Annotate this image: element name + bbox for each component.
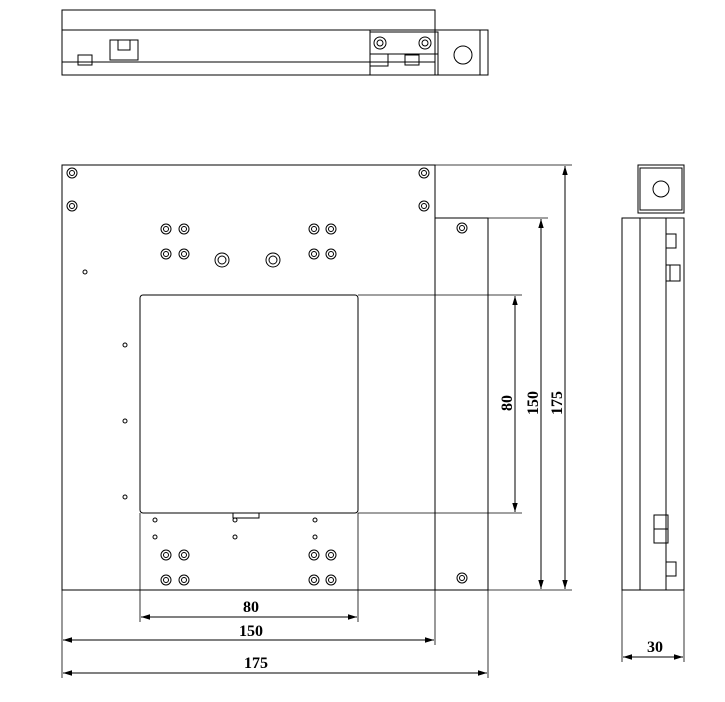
dim-label-height-80: 80 — [499, 395, 516, 411]
top-view-screw-core — [421, 39, 429, 47]
small-holes — [82, 269, 318, 540]
corner-screws — [66, 167, 468, 584]
side-bracket — [637, 164, 685, 214]
side-hole — [652, 180, 670, 198]
dim-label-width-175: 175 — [244, 655, 268, 672]
dim-label-width-80: 80 — [243, 599, 259, 616]
dim-label-height-150: 150 — [525, 391, 542, 415]
side-tab — [665, 561, 677, 577]
vesa-screws-bottom — [160, 549, 337, 586]
dim-label-height-175: 175 — [549, 391, 566, 415]
vesa-panel — [139, 294, 359, 514]
side-tab — [665, 264, 681, 282]
top-view-screw — [418, 36, 432, 50]
extension-lines-bottom — [61, 513, 489, 678]
side-body — [621, 217, 685, 591]
top-view — [61, 9, 489, 76]
side-bracket-inner — [639, 167, 683, 211]
top-view-bracket — [369, 29, 489, 76]
top-view-bracket-plate — [369, 31, 439, 55]
top-view-tab — [77, 54, 93, 66]
extension-lines-right — [358, 164, 572, 591]
top-view-latch — [369, 53, 389, 67]
front-plate-outline — [61, 164, 436, 591]
dim-label-width-150: 150 — [239, 623, 263, 640]
top-view-clip-inner — [117, 39, 131, 51]
top-view-screw-core — [376, 39, 384, 47]
dim-label-depth-30: 30 — [647, 639, 663, 656]
front-view — [61, 164, 572, 678]
top-view-hole — [453, 45, 473, 65]
top-view-body — [61, 29, 436, 76]
vesa-screws-top — [160, 223, 337, 268]
top-view-tab — [404, 54, 420, 66]
top-view-screw — [373, 36, 387, 50]
vesa-panel-notch — [232, 512, 260, 519]
side-tab — [665, 233, 677, 249]
front-side-flange — [434, 217, 489, 591]
side-view — [621, 164, 685, 662]
top-view-upper-plate — [61, 9, 436, 31]
